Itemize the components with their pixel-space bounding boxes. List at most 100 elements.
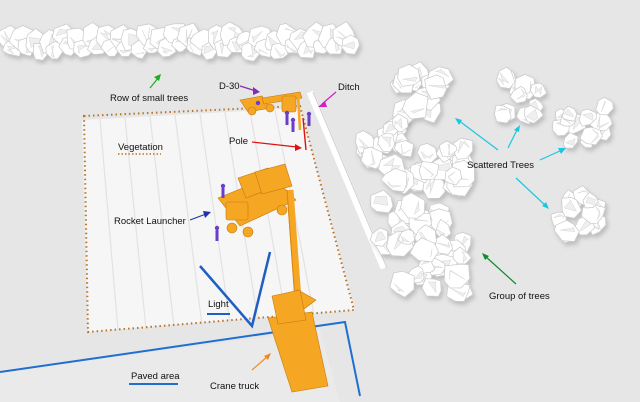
tree-facet (553, 213, 565, 219)
tree-facet (577, 190, 589, 195)
tree-blob (581, 203, 606, 224)
tree-facet (585, 196, 596, 205)
tree-facet (437, 241, 451, 249)
tree-facet (381, 136, 392, 148)
tree-facet (429, 248, 433, 258)
tree-blob (402, 91, 429, 120)
tree-facet (447, 143, 451, 156)
tree-facet (523, 81, 532, 95)
tree-facet (342, 41, 356, 50)
soldier-figures (214, 100, 312, 241)
tree-blob (424, 74, 447, 100)
tree-blob (563, 132, 579, 149)
tree-facet (274, 47, 286, 58)
tree-facet (415, 84, 420, 89)
tree-blob (444, 166, 463, 186)
label-vegetation: Vegetation (118, 142, 163, 153)
scattered-trees (390, 61, 614, 244)
tree-facet (581, 112, 594, 121)
tree-facet (525, 108, 539, 121)
tree-facet (135, 51, 145, 55)
tree-blob (409, 237, 440, 263)
paved-area (0, 320, 361, 402)
tree-facet (560, 227, 576, 232)
tree-facet (451, 288, 466, 297)
light (199, 251, 272, 329)
tree-facet (497, 108, 508, 112)
tree-facet (420, 151, 434, 159)
label-light: Light (208, 299, 229, 310)
vegetation-border (82, 104, 356, 334)
tree-blob (416, 143, 438, 163)
tree-facet (516, 88, 526, 100)
tree-facet (461, 251, 468, 264)
tree-facet (246, 45, 258, 58)
tree-facet (358, 138, 370, 150)
label-pole: Pole (229, 136, 248, 147)
tree-facet (563, 199, 578, 212)
tree-facet (160, 46, 173, 54)
label-crane-truck: Crane truck (210, 381, 259, 392)
annotation-arrows (149, 74, 566, 371)
tree-facet (400, 143, 412, 155)
tree-facet (286, 43, 298, 53)
tree-facet (410, 108, 425, 114)
tree-facet (394, 117, 403, 130)
tree-facet (457, 140, 470, 154)
label-rocket-launcher: Rocket Launcher (114, 216, 186, 227)
tree-facet (251, 30, 263, 44)
tree-blob (422, 173, 446, 199)
tree-facet (6, 45, 20, 55)
tree-blob (393, 140, 414, 158)
group-of-trees (355, 113, 475, 302)
tree-facet (118, 49, 131, 54)
tree-facet (373, 195, 389, 206)
crane-truck (267, 189, 329, 393)
tree-facet (402, 76, 418, 82)
label-d30: D-30 (219, 81, 240, 92)
label-scattered-trees: Scattered Trees (467, 160, 534, 171)
tree-facet (601, 100, 606, 112)
tree-facet (447, 171, 456, 184)
tree-facet (428, 85, 445, 89)
pole (302, 117, 307, 151)
tree-facet (434, 69, 450, 77)
tree-blob (595, 96, 614, 116)
tree-facet (534, 84, 543, 96)
tree-facet (422, 166, 435, 177)
tree-facet (579, 219, 592, 232)
label-row-of-small-trees: Row of small trees (110, 93, 188, 104)
row-of-small-trees (0, 21, 360, 62)
tree-facet (185, 28, 193, 44)
tree-facet (563, 108, 575, 118)
label-ditch: Ditch (338, 82, 360, 93)
rocket-launcher (217, 163, 297, 238)
tree-facet (436, 229, 447, 235)
tree-blob (389, 270, 415, 298)
tree-facet (596, 115, 610, 130)
tree-facet (258, 48, 268, 55)
tree-facet (497, 72, 510, 85)
tree-blob (421, 278, 442, 297)
label-group-of-trees: Group of trees (489, 291, 550, 302)
tree-blob (495, 66, 516, 89)
tree-facet (369, 150, 376, 166)
tree-facet (50, 45, 55, 58)
tree-facet (413, 270, 423, 280)
tree-blob (439, 140, 458, 158)
tree-blob (360, 146, 383, 170)
tree-facet (396, 81, 402, 89)
d30-howitzer (239, 91, 303, 131)
tree-facet (427, 280, 438, 294)
tree-blob (452, 246, 472, 265)
tree-blob (579, 126, 603, 146)
tree-blob (418, 160, 440, 180)
tree-facet (590, 128, 600, 144)
tree-facet (564, 137, 576, 146)
tree-facet (595, 206, 601, 221)
tree-facet (413, 201, 420, 216)
tree-facet (393, 283, 404, 292)
tree-blob (400, 192, 426, 219)
